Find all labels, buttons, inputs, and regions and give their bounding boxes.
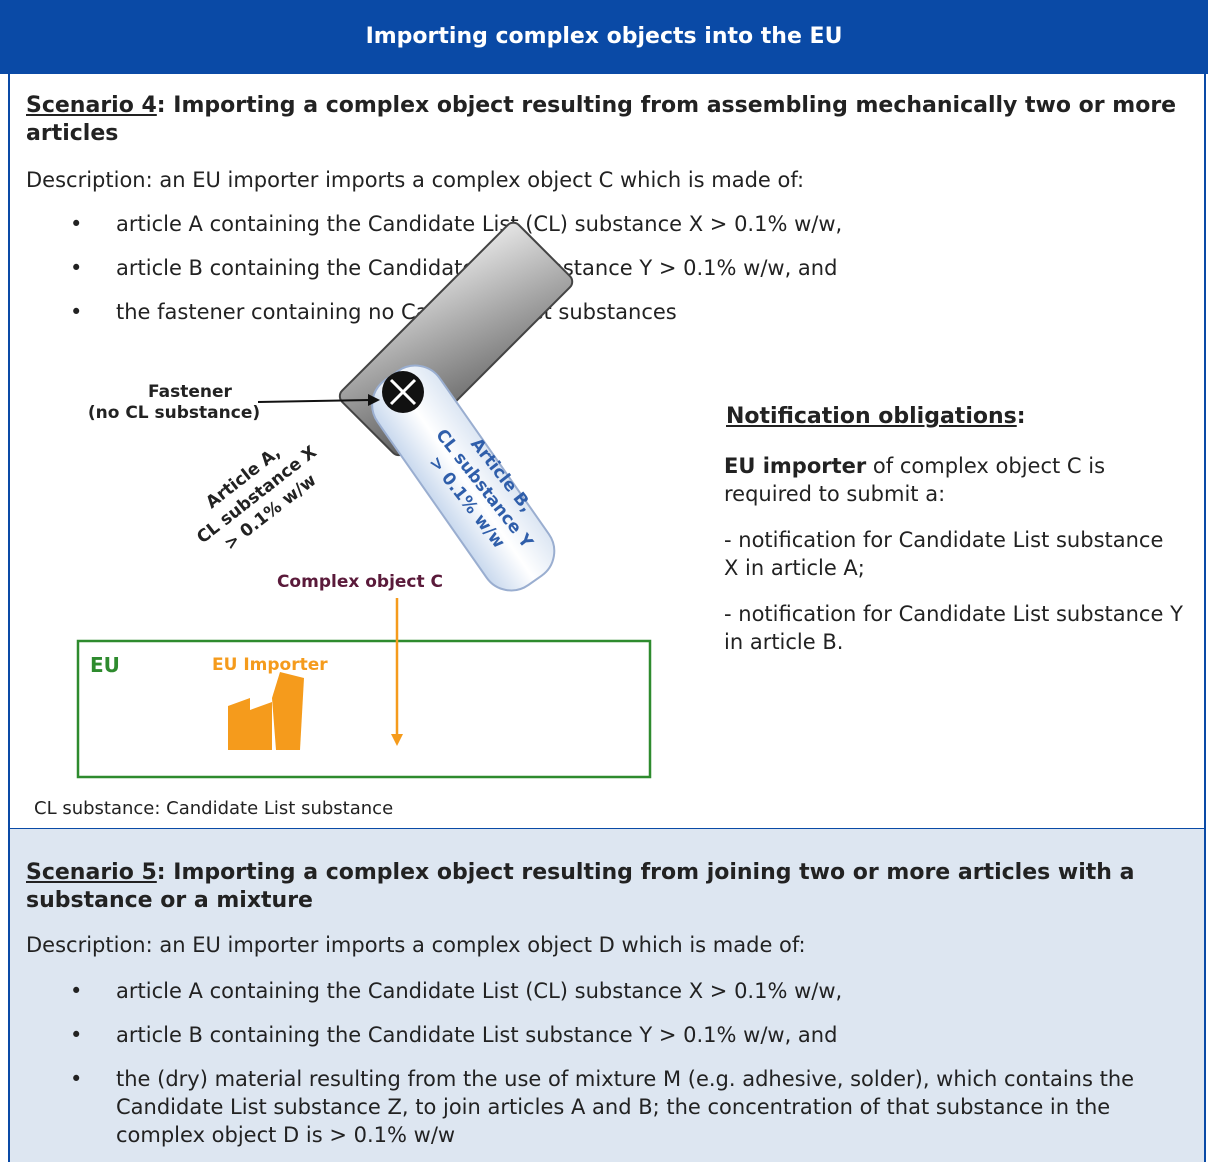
article-a-label: Article A, CL substance X > 0.1% w/w xyxy=(193,442,320,554)
notification-title-colon: : xyxy=(1016,404,1026,429)
fastener-label-line2: (no CL substance) xyxy=(88,403,260,423)
page-header: Importing complex objects into the EU xyxy=(0,0,1208,74)
notification-importer-bold: EU importer xyxy=(724,454,867,478)
diagram-legend: CL substance: Candidate List substance xyxy=(34,798,394,819)
notification-title: Notification obligations: xyxy=(726,404,1026,429)
scenario-5-description: Description: an EU importer imports a co… xyxy=(26,933,806,957)
notification-paragraph-3: - notification for Candidate List substa… xyxy=(724,602,1183,654)
notification-title-text: Notification obligations xyxy=(726,404,1017,429)
list-item: •article A containing the Candidate List… xyxy=(70,212,843,236)
list-item: •the (dry) material resulting from the u… xyxy=(70,1067,1135,1147)
list-item: •article A containing the Candidate List… xyxy=(70,979,843,1003)
scenario-5-title-text: : Importing a complex object resulting f… xyxy=(26,860,1135,913)
scenario-5-section: Scenario 5: Importing a complex object r… xyxy=(8,828,1206,1162)
notification-paragraph-1: EU importer of complex object C is requi… xyxy=(724,452,1184,508)
complex-object-label: Complex object C xyxy=(277,572,443,592)
list-item: •article B containing the Candidate List… xyxy=(70,1023,838,1047)
eu-importer-label: EU Importer xyxy=(212,655,328,675)
import-arrowhead xyxy=(391,734,403,746)
eu-label: EU xyxy=(90,653,120,677)
header-title: Importing complex objects into the EU xyxy=(365,24,843,49)
scenario-4-description: Description: an EU importer imports a co… xyxy=(26,168,805,192)
fastener-label-line1: Fastener xyxy=(148,382,232,402)
complex-object-diagram: Fastener (no CL substance) Article A, CL… xyxy=(76,221,652,779)
fastener-pointer-line xyxy=(257,399,371,403)
eu-region-box xyxy=(76,639,652,779)
scenario-5-bullet-list: •article A containing the Candidate List… xyxy=(10,977,1200,1165)
scenario-5-label: Scenario 5 xyxy=(26,860,157,885)
notification-p1-rest: of complex object C is required to submi… xyxy=(724,454,1106,506)
list-item: •the fastener containing no Candidate Li… xyxy=(70,300,677,324)
scenario-5-title: Scenario 5: Importing a complex object r… xyxy=(26,859,1196,915)
notification-paragraph-2: - notification for Candidate List substa… xyxy=(724,528,1164,580)
factory-icon xyxy=(228,672,304,750)
fastener-pointer-arrowhead xyxy=(368,394,380,406)
fastener-icon xyxy=(382,371,424,413)
scenario-4-title-text: : Importing a complex object resulting f… xyxy=(26,93,1177,146)
scenario-4-section: Scenario 4: Importing a complex object r… xyxy=(8,74,1206,828)
scenario-4-title: Scenario 4: Importing a complex object r… xyxy=(26,92,1196,148)
scenario-4-label: Scenario 4 xyxy=(26,93,157,118)
